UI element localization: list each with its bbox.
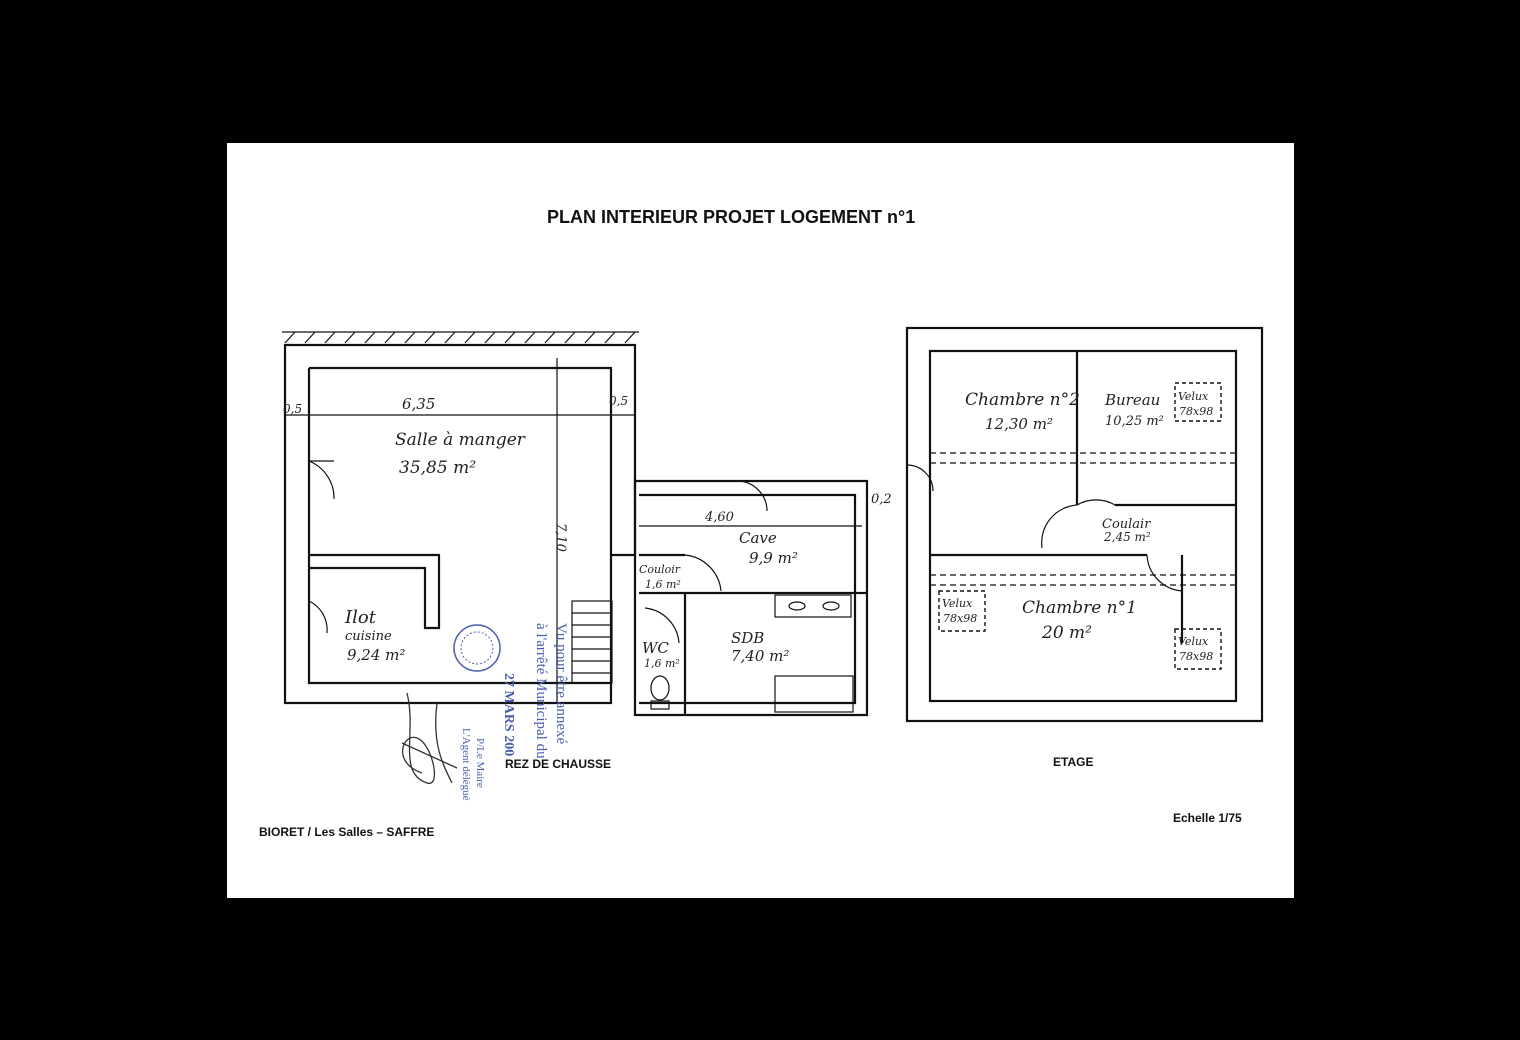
main-inner-wall-bottom	[307, 368, 611, 685]
room-couloir-upper-area: 2,45 m²	[1103, 530, 1151, 544]
door-stair-landing	[906, 464, 934, 492]
room-sdb-area: 7,40 m²	[731, 647, 789, 665]
room-sdb-name: SDB	[731, 629, 764, 647]
velux-size-2: 78x98	[943, 612, 977, 625]
municipal-seal	[453, 624, 501, 672]
stamp-date: 27 MARS 200	[501, 673, 516, 756]
dim-vertical: 7,10	[553, 523, 568, 552]
stamp-signer2: L'Agent délégué	[460, 728, 472, 801]
room-salle-area: 35,85 m²	[399, 458, 476, 478]
signature	[401, 692, 458, 784]
room-couloir-upper-name: Coulair	[1102, 517, 1151, 532]
velux-size-3: 78x98	[1179, 650, 1213, 663]
door-cuisine	[308, 600, 328, 634]
room-couloir-name: Couloir	[639, 563, 681, 576]
upper-floor-plan	[905, 326, 1264, 723]
room-ch2-name: Chambre n°2	[965, 390, 1080, 410]
upper-floor-label: ETAGE	[1053, 755, 1093, 769]
room-cuisine-area: 9,24 m²	[347, 646, 405, 664]
dim-left: 0,5	[283, 402, 302, 416]
room-bureau-name: Bureau	[1104, 391, 1160, 409]
dim-cave: 4,60	[704, 510, 734, 525]
velux-window-ch1-left	[938, 590, 986, 632]
room-ch1-area: 20 m²	[1041, 623, 1092, 643]
room-ilot-name: Ilot	[344, 607, 377, 628]
velux-window-ch1-right	[1174, 628, 1222, 670]
toilet	[650, 675, 670, 701]
dim-main: 6,35	[402, 395, 435, 413]
door-ch1	[1146, 554, 1183, 592]
plan-sheet: PLAN INTERIEUR PROJET LOGEMENT n°1	[227, 143, 1294, 898]
door-couloir	[684, 554, 722, 592]
footer-scale: Echelle 1/75	[1173, 811, 1242, 825]
annex-outer-wall	[633, 479, 869, 717]
velux-label-2: Velux	[942, 597, 973, 610]
ground-floor-label: REZ DE CHAUSSE	[505, 757, 611, 771]
room-couloir-area: 1,6 m²	[645, 578, 681, 591]
dim-right: 0,5	[609, 394, 628, 408]
annex-inner-wall	[639, 493, 857, 705]
stamp-line1: Vu pour être annexé	[553, 623, 569, 744]
party-wall-hatching	[282, 331, 639, 344]
stamp-line2: à l'arrêté Municipal du	[533, 623, 549, 759]
staircase	[571, 600, 613, 684]
floor-plan-drawing: PLAN INTERIEUR PROJET LOGEMENT n°1	[259, 207, 1264, 839]
room-cave-area: 9,9 m²	[749, 549, 798, 567]
room-cuisine-name: cuisine	[345, 629, 392, 644]
room-bureau-area: 10,25 m²	[1105, 414, 1164, 429]
velux-label-1: Velux	[1178, 390, 1209, 403]
velux-size-1: 78x98	[1179, 405, 1213, 418]
room-cave-name: Cave	[739, 529, 777, 547]
main-inner-wall	[309, 366, 613, 555]
bathtub	[774, 675, 854, 713]
door-wc	[644, 607, 680, 644]
footer-location: BIORET / Les Salles – SAFFRE	[259, 825, 434, 839]
plan-title: PLAN INTERIEUR PROJET LOGEMENT n°1	[547, 207, 915, 227]
door-ch2	[1041, 504, 1078, 549]
double-sink	[774, 594, 852, 618]
ground-floor-plan	[282, 331, 869, 717]
stamp-signer1: P/Le Maire	[474, 738, 486, 788]
upper-inner-wall	[928, 349, 1238, 703]
door-salle	[308, 460, 335, 500]
dim-gap: 0,2	[871, 492, 892, 507]
upper-outer-wall	[905, 326, 1264, 723]
velux-window-bureau	[1174, 382, 1222, 422]
room-wc-name: WC	[642, 639, 669, 657]
kitchen-partition	[309, 553, 441, 630]
municipal-stamp: Vu pour être annexé à l'arrêté Municipal…	[453, 623, 569, 801]
room-ch2-area: 12,30 m²	[985, 415, 1053, 433]
velux-label-3: Velux	[1178, 635, 1209, 648]
door-bureau	[1076, 499, 1116, 506]
door-cave	[736, 480, 768, 512]
room-wc-area: 1,6 m²	[644, 657, 680, 670]
room-salle-name: Salle à manger	[395, 430, 526, 450]
room-ch1-name: Chambre n°1	[1022, 598, 1137, 618]
